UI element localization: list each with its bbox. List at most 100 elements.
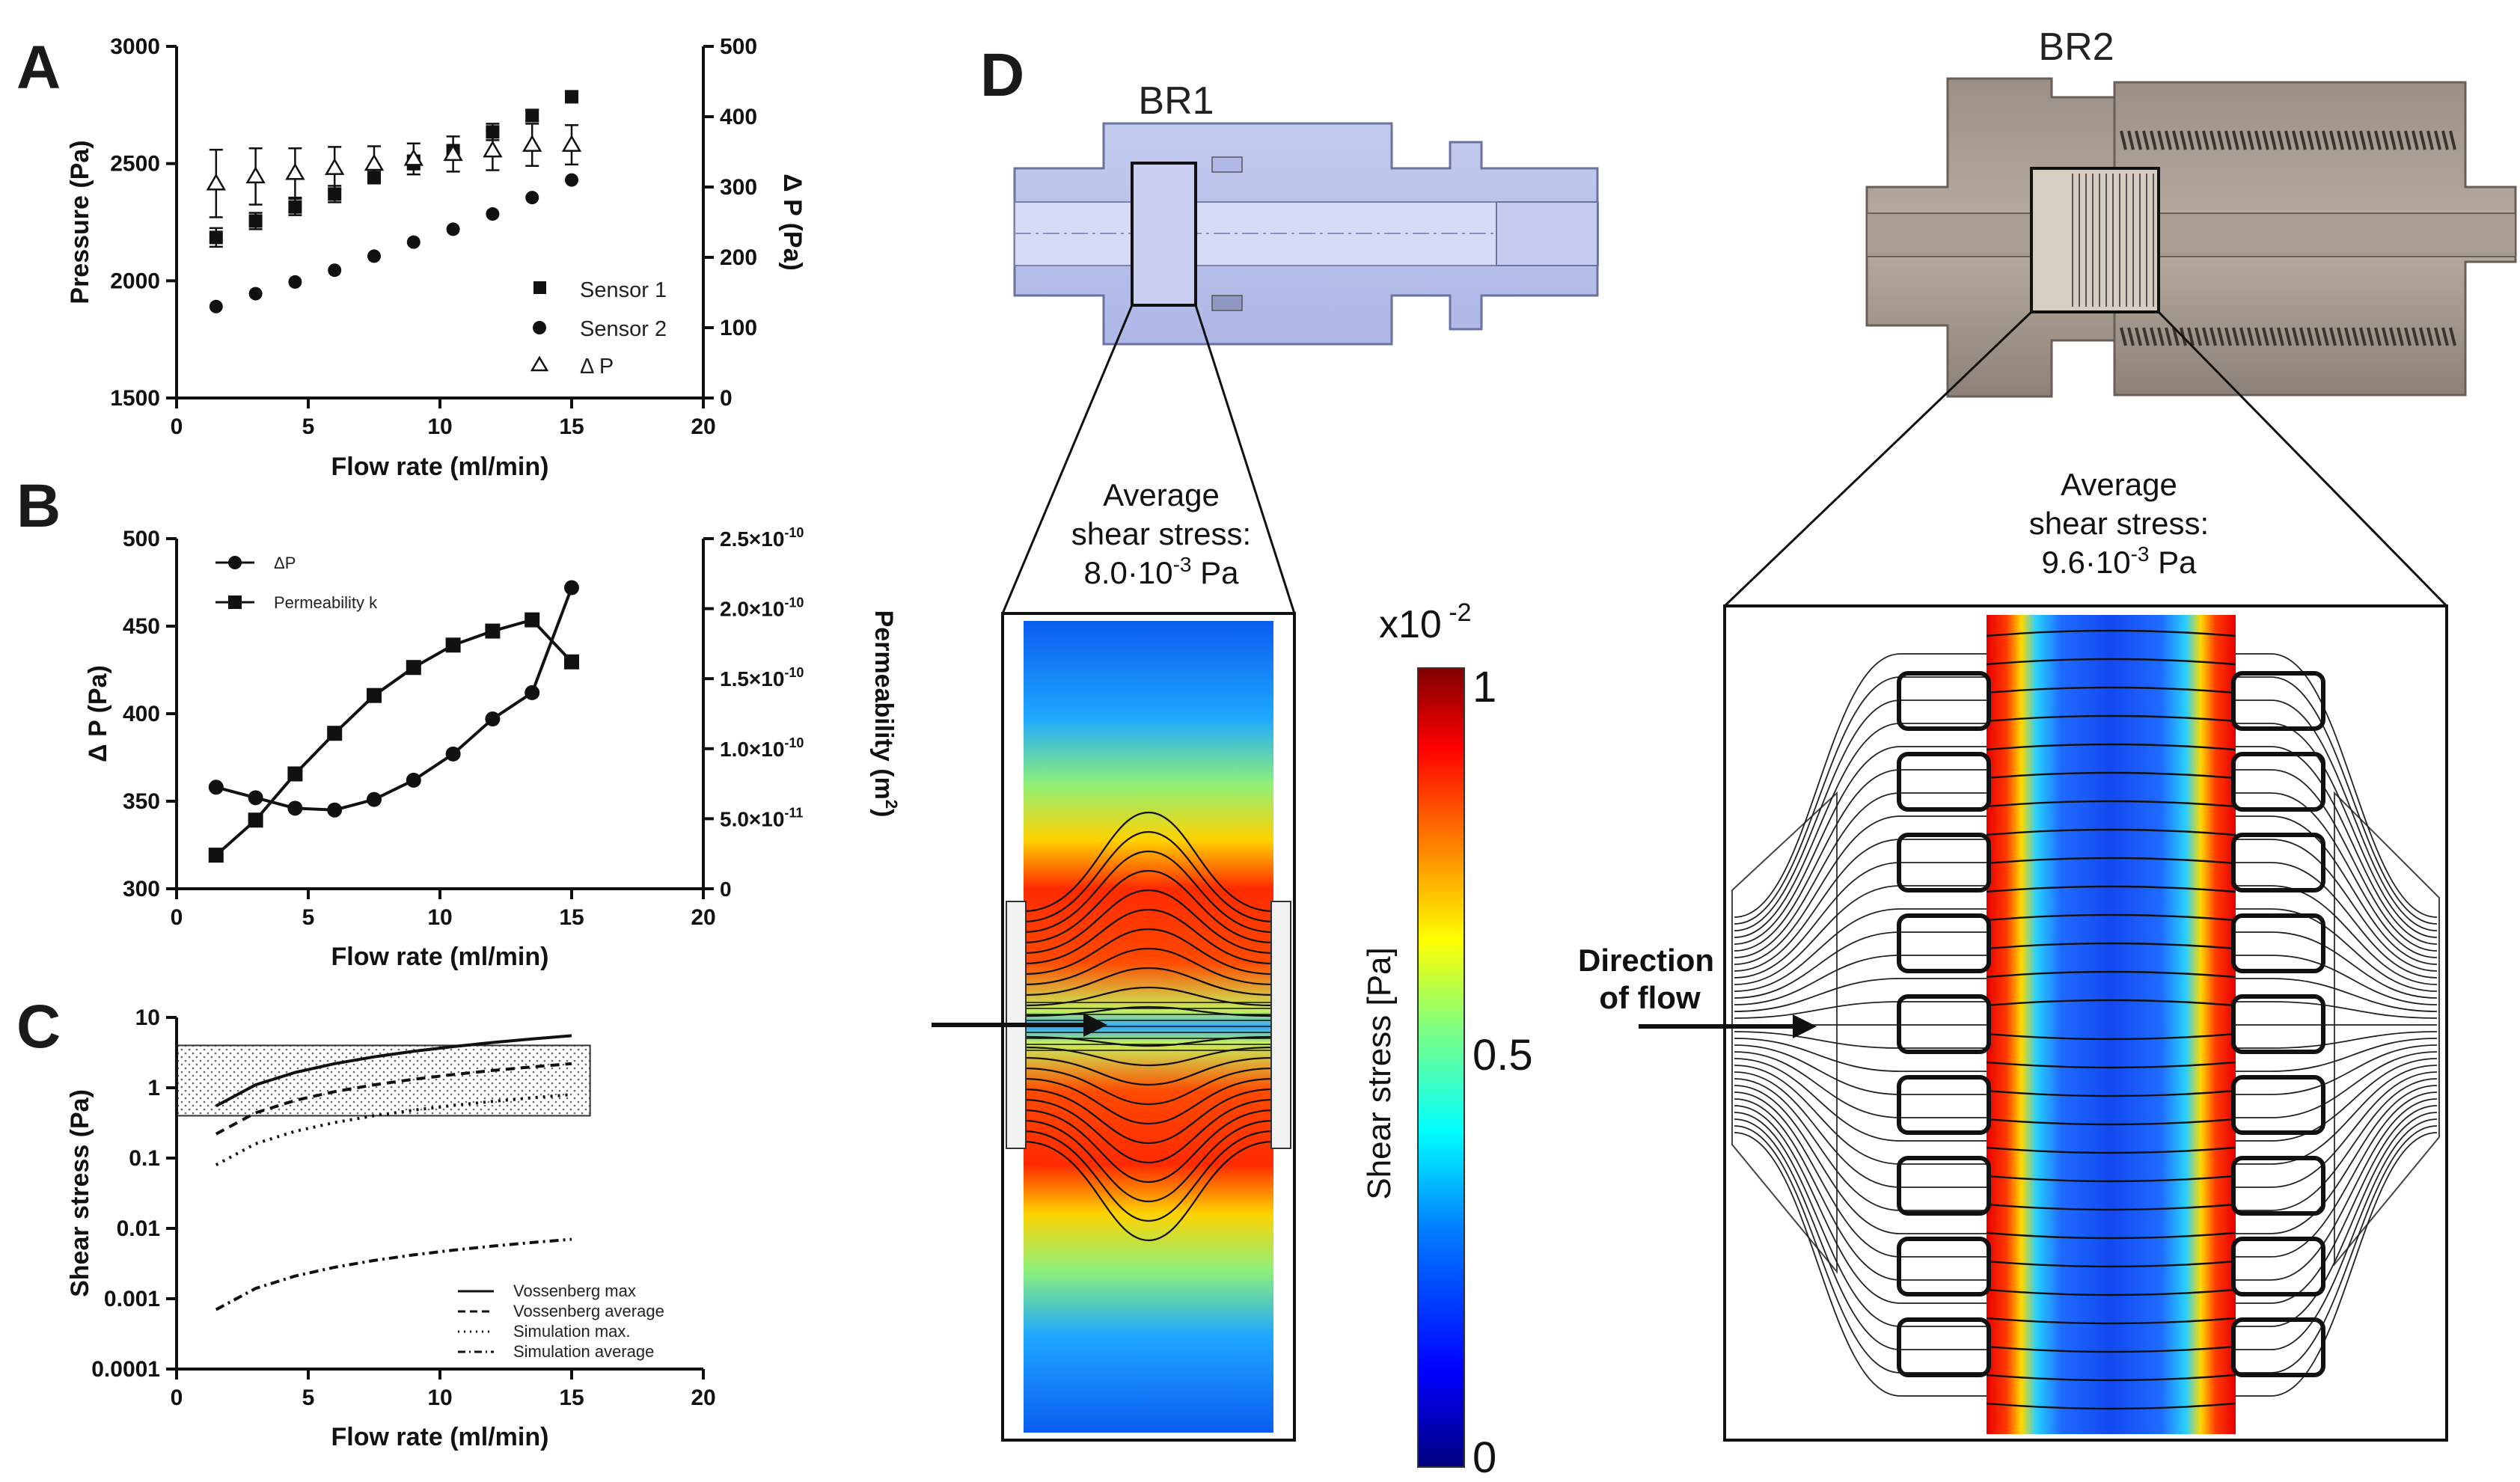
br2-band-line: [1986, 1203, 2236, 1211]
br2-streamline: [2236, 1058, 2438, 1142]
br2-band-line: [1986, 658, 2236, 666]
br2-band-line: [1986, 800, 2236, 808]
br1-streamline: [1023, 1046, 1274, 1067]
br2-streamline: [2236, 1071, 2438, 1188]
br2-thread: [2239, 130, 2247, 150]
br2-streamline: [1734, 676, 1987, 925]
br2-thread: [2232, 130, 2239, 150]
br2-streamline: [1734, 1044, 1987, 1095]
chart-b-x-tick-label: 5: [302, 905, 315, 930]
chart-b-y2-tick-label: 0: [720, 878, 732, 901]
chart-a-point-sensor-1: [248, 214, 263, 228]
br2-thread: [2426, 327, 2434, 346]
chart-b-point-dp: [525, 685, 540, 700]
br2-thread: [2352, 327, 2359, 346]
br1-streamline: [1023, 947, 1274, 986]
br2-streamline: [1734, 723, 1987, 938]
br2-thread: [2157, 327, 2165, 346]
chart-c-x-tick-label: 15: [559, 1385, 584, 1410]
colorbar: x10 -2 1 0.5 0 Shear stress [Pa]: [1361, 598, 1533, 1482]
br2-streamline: [1734, 1105, 1987, 1304]
legend-label-permeability: Permeability k: [274, 593, 378, 612]
br2-streamline: [2236, 908, 2438, 992]
br1-streamline: [1023, 1056, 1274, 1086]
br1-zoom-line-left: [1001, 304, 1134, 614]
chart-a-point-sensor-2: [288, 275, 302, 289]
br2-streamline: [2236, 815, 2438, 965]
br2-scaffold-cell: [1897, 913, 1991, 973]
y2-tick-exponent: -10: [784, 665, 804, 680]
br2-thread: [2292, 327, 2299, 346]
br2-thread: [2120, 130, 2127, 150]
br2-band-line: [1986, 828, 2236, 836]
chart-b-y2-label-sup: 2: [882, 800, 901, 809]
chart-a-point-sensor-1: [288, 200, 302, 214]
chart-b-point-permeability: [445, 637, 461, 653]
br2-streamline: [1734, 1132, 1987, 1397]
y2-tick-exponent: -11: [784, 805, 803, 820]
br1-streamline: [1023, 889, 1274, 955]
br2-streamline: [1734, 746, 1987, 945]
br1-streamline: [1023, 811, 1274, 913]
br2-thread: [2224, 130, 2232, 150]
br2-thread: [2389, 130, 2397, 150]
legend-label-delta-p: Δ P: [580, 355, 614, 379]
legend-marker-square: [533, 281, 546, 294]
br1-streamline: [1023, 1088, 1274, 1145]
br2-streamline: [1734, 1085, 1987, 1234]
br2-band-line: [1986, 1061, 2236, 1069]
br2-streamline: [1734, 1058, 1987, 1142]
br2-scaffold-cell: [2231, 1237, 2325, 1296]
br2-avg-line1: Average: [2061, 467, 2177, 502]
br2-avg-exponent: -3: [2131, 542, 2150, 566]
colorbar-scale-label: x10 -2: [1379, 598, 1472, 646]
br2-streamline: [2236, 1105, 2438, 1304]
br2-streamline: [1734, 1071, 1987, 1188]
br2-heatmap: [1723, 604, 2448, 1442]
br2-thread: [2449, 130, 2456, 150]
br2-scaffold-cell: [2231, 913, 2325, 973]
br2-band-line: [1986, 942, 2236, 950]
br1-streamline: [1023, 830, 1274, 923]
br2-band-line: [1986, 1089, 2236, 1097]
br2-thread: [2449, 327, 2456, 346]
br1-streamline: [1023, 1130, 1274, 1222]
br2-band-line: [1986, 1231, 2236, 1240]
chart-b-point-permeability: [485, 623, 501, 639]
chart-a-y2-tick-label: 200: [720, 245, 757, 270]
br2-thread: [2135, 327, 2142, 346]
chart-a-y2-label: Δ P (Pa): [778, 174, 807, 271]
direction-of-flow-line1: Direction: [1578, 943, 1714, 978]
colorbar-tick-0-5: 0.5: [1472, 1031, 1533, 1080]
chart-a-point-delta-p: [364, 153, 385, 171]
br2-thread: [2307, 130, 2314, 150]
br2-thread: [2120, 327, 2127, 346]
br2-thread: [2292, 130, 2299, 150]
br2-thread: [2254, 327, 2262, 346]
br2-streamline: [1734, 1125, 1987, 1374]
br2-thread: [2187, 130, 2195, 150]
br2-thread: [2419, 130, 2426, 150]
chart-a-point-sensor-2: [486, 207, 500, 221]
chart-a-y2-tick-label: 300: [720, 175, 757, 200]
y2-tick-exponent: -10: [784, 595, 804, 610]
br2-band-line: [1986, 629, 2236, 637]
chart-a-x-tick-label: 10: [427, 414, 452, 439]
br2-thread: [2277, 327, 2284, 346]
chart-b-y2-tick-label: 2.5×10-10: [720, 525, 804, 551]
chart-c-legend: Vossenberg max Vossenberg average Simula…: [458, 1282, 664, 1361]
chart-c-x-tick-label: 20: [691, 1385, 715, 1410]
chart-a-point-delta-p: [443, 144, 463, 162]
br2-thread: [2157, 130, 2165, 150]
chart-a-point-delta-p: [561, 135, 582, 152]
chart-c-line-dashdot: [215, 1237, 572, 1311]
chart-a-point-sensor-2: [446, 222, 460, 236]
br2-thread: [2441, 130, 2449, 150]
br2-streamline: [2236, 1078, 2438, 1211]
br2-thread: [2344, 327, 2352, 346]
br2-label: BR2: [2038, 25, 2114, 69]
br2-band-line: [1986, 1146, 2236, 1154]
br2-thread: [2142, 327, 2150, 346]
